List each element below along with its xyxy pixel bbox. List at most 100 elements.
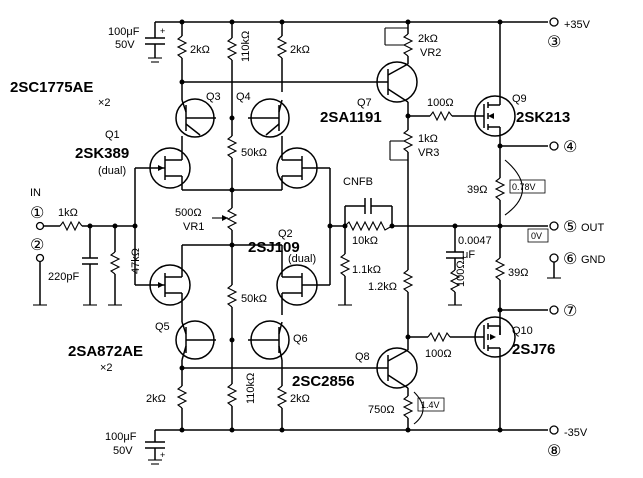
resistor-50k-top: 50kΩ	[226, 118, 267, 190]
q2-part: 2SJ109	[248, 239, 300, 256]
svg-text:0.0047: 0.0047	[458, 235, 492, 247]
top-supply-capacitor: + 100μF 50V	[108, 22, 165, 63]
q10-part: 2SJ76	[512, 341, 555, 358]
terminal-8-label: ⑧	[547, 443, 561, 460]
cnfb-label: CNFB	[343, 176, 373, 188]
svg-text:+: +	[160, 26, 165, 36]
top-cap-value: 100μF	[108, 26, 140, 38]
svg-text:10kΩ: 10kΩ	[352, 235, 378, 247]
svg-text:Q3: Q3	[206, 91, 221, 103]
positive-rail: +35V ③	[155, 17, 591, 51]
svg-text:2kΩ: 2kΩ	[190, 44, 210, 56]
feedback-network: CNFB 10kΩ 1.1kΩ	[329, 168, 548, 306]
svg-text:Q7: Q7	[357, 97, 372, 109]
svg-text:50kΩ: 50kΩ	[241, 293, 267, 305]
svg-text:(dual): (dual)	[288, 253, 316, 265]
svg-text:2kΩ: 2kΩ	[418, 33, 438, 45]
negative-rail-label: -35V	[564, 427, 588, 439]
q1-part: 2SK389	[75, 145, 129, 162]
transistor-q7: Q7 2SA1191	[320, 61, 418, 126]
transistor-q9: Q9 2SK213	[474, 22, 570, 178]
svg-text:⑤: ⑤	[563, 219, 577, 236]
transistor-q10: Q10 2SJ76	[474, 316, 555, 430]
svg-text:39Ω: 39Ω	[508, 267, 528, 279]
q9-part: 2SK213	[516, 109, 570, 126]
svg-text:μF: μF	[462, 249, 475, 261]
transistor-q2b: Q2 2SJ109 (dual)	[248, 228, 330, 315]
svg-text:100Ω: 100Ω	[427, 97, 454, 109]
svg-text:1kΩ: 1kΩ	[418, 133, 438, 145]
terminal-3-label: ③	[547, 34, 561, 51]
negative-rail-terminal	[549, 425, 559, 435]
svg-text:Q10: Q10	[512, 325, 533, 337]
svg-text:④: ④	[563, 139, 577, 156]
bottom-supply-capacitor: + 100μF 50V	[105, 430, 165, 465]
svg-text:1.2kΩ: 1.2kΩ	[368, 281, 397, 293]
svg-text:GND: GND	[581, 254, 606, 266]
svg-text:220pF: 220pF	[48, 271, 79, 283]
terminal-6-gnd: ⑥ GND	[547, 251, 606, 279]
vr3-trimmer: 1kΩ VR3	[389, 102, 439, 270]
input-section: IN ① 1kΩ 220pF 47kΩ ②	[30, 168, 142, 306]
transistor-q1: Q1 2SK389 (dual)	[75, 129, 191, 190]
q8-part: 2SC2856	[292, 373, 355, 390]
vr1-trimmer: 500Ω VR1	[175, 190, 238, 245]
transistor-q1b	[276, 136, 330, 190]
positive-rail-label: +35V	[564, 19, 591, 31]
svg-text:Q6: Q6	[293, 333, 308, 345]
transistor-q6: Q6	[248, 320, 308, 361]
measure-750-voltage: 1.4V	[421, 400, 440, 410]
terminal-4: ④	[497, 139, 577, 156]
svg-text:1kΩ: 1kΩ	[58, 207, 78, 219]
svg-text:1.1kΩ: 1.1kΩ	[352, 264, 381, 276]
zobel-network: 0.0047 μF 100Ω	[446, 223, 492, 306]
measure-39-voltage: 0.78V	[512, 182, 536, 192]
svg-text:110kΩ: 110kΩ	[240, 31, 252, 62]
svg-text:VR1: VR1	[183, 221, 204, 233]
svg-text:Q2: Q2	[278, 228, 293, 240]
resistor-39-top: 39Ω 0.78V	[467, 159, 546, 226]
resistor-gate-q10: 100Ω	[405, 331, 478, 360]
resistor-1-2k: 1.2kΩ	[368, 269, 414, 350]
transistor-q5: Q5	[155, 315, 216, 361]
svg-text:VR3: VR3	[418, 147, 439, 159]
svg-text:(dual): (dual)	[98, 165, 126, 177]
svg-text:100Ω: 100Ω	[425, 348, 452, 360]
svg-text:2kΩ: 2kΩ	[146, 393, 166, 405]
resistor-q6-emitter: 2kΩ	[276, 360, 310, 430]
svg-text:Q4: Q4	[236, 91, 251, 103]
terminal-2-label: ②	[30, 237, 44, 254]
resistor-bottom-bias: 110kΩ	[226, 340, 257, 430]
resistor-50k-bottom: 50kΩ	[226, 245, 267, 340]
svg-text:100Ω: 100Ω	[455, 260, 467, 287]
resistor-750: 750Ω 1.4V	[368, 388, 445, 430]
top-cap-voltage: 50V	[115, 39, 135, 51]
resistor-q3-collector: 2kΩ	[176, 22, 210, 92]
svg-text:750Ω: 750Ω	[368, 404, 395, 416]
transistor-q3: Q3	[175, 91, 221, 138]
junctions	[179, 19, 503, 433]
q3-q4-multiplier: ×2	[98, 97, 111, 109]
bottom-cap-voltage: 50V	[113, 445, 133, 457]
bottom-cap-value: 100μF	[105, 431, 137, 443]
terminal-7: ⑦	[497, 303, 577, 320]
q7-part: 2SA1191	[320, 109, 382, 126]
svg-text:+: +	[160, 450, 165, 460]
resistor-q5-emitter: 2kΩ	[146, 360, 188, 430]
svg-text:39Ω: 39Ω	[467, 184, 487, 196]
vr2-trimmer: 2kΩ VR2	[384, 22, 441, 64]
negative-rail: -35V ⑧	[155, 425, 588, 460]
svg-text:2kΩ: 2kΩ	[290, 393, 310, 405]
svg-text:OUT: OUT	[581, 222, 605, 234]
svg-text:50kΩ: 50kΩ	[241, 147, 267, 159]
resistor-gate-q9: 100Ω	[408, 97, 478, 122]
resistor-top-bias: 110kΩ	[226, 22, 252, 118]
svg-text:⑥: ⑥	[563, 251, 577, 268]
svg-text:500Ω: 500Ω	[175, 207, 202, 219]
resistor-q4-collector: 2kΩ	[276, 22, 310, 92]
terminal-5-output: ⑤ OUT 0V	[497, 219, 605, 243]
svg-text:Q9: Q9	[512, 93, 527, 105]
positive-rail-terminal	[549, 17, 559, 27]
transistor-q8: Q8 2SC2856	[292, 347, 418, 390]
svg-text:47kΩ: 47kΩ	[130, 248, 142, 274]
